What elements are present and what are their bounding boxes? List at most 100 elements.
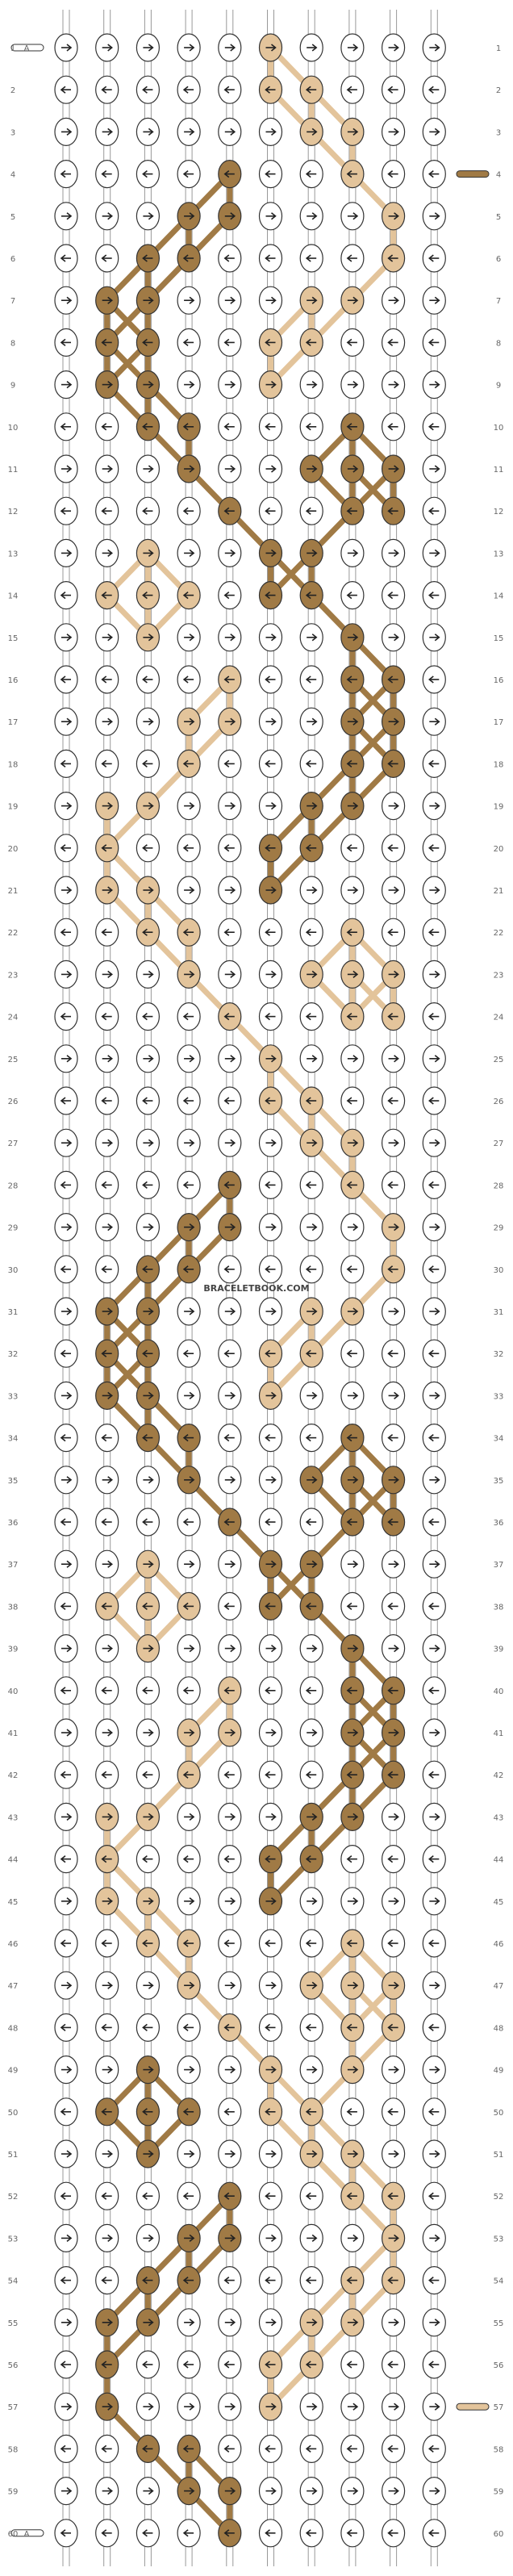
arrow-right-icon bbox=[102, 465, 113, 473]
arrow-right-icon bbox=[102, 2234, 113, 2243]
knot bbox=[177, 454, 201, 483]
arrow-right-icon bbox=[184, 380, 195, 389]
arrow-right-icon bbox=[184, 886, 195, 894]
knot bbox=[136, 1633, 160, 1663]
arrow-right-icon bbox=[388, 801, 399, 810]
arrow-left-icon bbox=[305, 1602, 317, 1611]
knot bbox=[382, 2519, 406, 2548]
knot bbox=[422, 244, 446, 273]
knot bbox=[340, 2519, 365, 2548]
knot bbox=[54, 370, 78, 399]
knot bbox=[299, 918, 323, 947]
arrow-left-icon bbox=[305, 423, 317, 431]
arrow-left-icon bbox=[142, 675, 153, 684]
knot bbox=[340, 1002, 365, 1031]
arrow-left-icon bbox=[265, 1855, 276, 1863]
arrow-right-icon bbox=[429, 44, 440, 52]
arrow-right-icon bbox=[184, 1813, 195, 1821]
knot bbox=[299, 834, 323, 863]
knot bbox=[177, 960, 201, 989]
knot bbox=[177, 2181, 201, 2210]
knot bbox=[340, 1128, 365, 1157]
knot bbox=[340, 2013, 365, 2042]
arrow-right-icon bbox=[61, 1391, 73, 1400]
knot bbox=[422, 1549, 446, 1579]
arrow-right-icon bbox=[347, 465, 359, 473]
knot bbox=[95, 1676, 119, 1705]
arrow-right-icon bbox=[307, 44, 318, 52]
arrow-right-icon bbox=[143, 886, 154, 894]
arrow-right-icon bbox=[429, 1223, 440, 1232]
row-number-right: 36 bbox=[494, 1519, 504, 1528]
knot bbox=[54, 1971, 78, 2000]
arrow-right-icon bbox=[307, 717, 318, 726]
knot bbox=[340, 1929, 365, 1958]
knot bbox=[95, 1044, 119, 1073]
knot bbox=[95, 202, 119, 231]
light-thread-tail bbox=[456, 2402, 490, 2411]
knot bbox=[382, 1971, 406, 2000]
arrow-left-icon bbox=[305, 591, 317, 600]
arrow-left-icon bbox=[265, 1012, 276, 1021]
knot bbox=[258, 791, 283, 821]
knot bbox=[422, 2434, 446, 2463]
arrow-right-icon bbox=[265, 886, 277, 894]
arrow-left-icon bbox=[60, 86, 71, 94]
row-number-right: 22 bbox=[494, 929, 504, 938]
arrow-left-icon bbox=[387, 1939, 398, 1947]
arrow-right-icon bbox=[307, 2402, 318, 2411]
arrow-left-icon bbox=[60, 2444, 71, 2453]
knot bbox=[258, 160, 283, 189]
knot bbox=[422, 75, 446, 104]
arrow-right-icon bbox=[102, 1897, 113, 1905]
row-number-left: 24 bbox=[8, 1014, 19, 1022]
arrow-left-icon bbox=[346, 928, 357, 936]
arrow-right-icon bbox=[265, 2150, 277, 2158]
knot bbox=[382, 960, 406, 989]
knot bbox=[340, 328, 365, 357]
knot bbox=[382, 286, 406, 315]
arrow-right-icon bbox=[388, 1139, 399, 1147]
arrow-right-icon bbox=[61, 2402, 73, 2411]
knot bbox=[422, 1170, 446, 1200]
arrow-right-icon bbox=[184, 634, 195, 642]
knot bbox=[177, 2013, 201, 2042]
arrow-right-icon bbox=[347, 1223, 359, 1232]
knot bbox=[54, 1591, 78, 1621]
arrow-right-icon bbox=[102, 1981, 113, 1989]
arrow-left-icon bbox=[387, 844, 398, 852]
knot bbox=[258, 1971, 283, 2000]
row-number-right: 21 bbox=[494, 887, 504, 896]
arrow-left-icon bbox=[223, 1097, 235, 1105]
row-number-left: 3 bbox=[10, 128, 15, 137]
knot bbox=[218, 1086, 242, 1115]
arrow-right-icon bbox=[265, 128, 277, 136]
arrow-right-icon bbox=[61, 1307, 73, 1315]
arrow-left-icon bbox=[101, 2444, 112, 2453]
knot bbox=[340, 2392, 365, 2421]
arrow-left-icon bbox=[182, 2192, 194, 2200]
knot bbox=[218, 1423, 242, 1453]
knot bbox=[218, 1802, 242, 1831]
knot bbox=[54, 665, 78, 694]
knot bbox=[340, 1212, 365, 1242]
row-number-right: 31 bbox=[494, 1308, 504, 1317]
knot bbox=[218, 1929, 242, 1958]
knot bbox=[422, 707, 446, 736]
knot bbox=[340, 1591, 365, 1621]
arrow-left-icon bbox=[346, 86, 357, 94]
arrow-right-icon bbox=[102, 1055, 113, 1063]
arrow-left-icon bbox=[305, 2361, 317, 2369]
knot bbox=[299, 2308, 323, 2337]
row-number-right: 16 bbox=[494, 676, 504, 685]
arrow-right-icon bbox=[102, 380, 113, 389]
arrow-left-icon bbox=[142, 1181, 153, 1190]
row-number-left: 13 bbox=[8, 550, 19, 558]
knot bbox=[177, 1633, 201, 1663]
knot bbox=[382, 1128, 406, 1157]
arrow-right-icon bbox=[143, 1644, 154, 1653]
arrow-left-icon bbox=[101, 2361, 112, 2369]
knot bbox=[382, 834, 406, 863]
knot bbox=[218, 1002, 242, 1031]
knot bbox=[136, 1212, 160, 1242]
